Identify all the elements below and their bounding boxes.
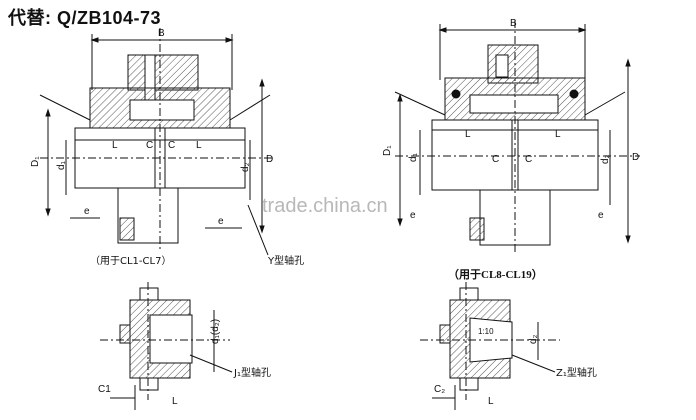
dim-l-c: L bbox=[172, 396, 178, 407]
dim-D1-b: D₁ bbox=[382, 145, 393, 156]
dim-D1-a: D₁ bbox=[30, 156, 41, 167]
dim-d2-a: d₂ bbox=[240, 162, 251, 172]
dim-l-a2: L bbox=[196, 140, 202, 151]
dim-D-b: D bbox=[632, 152, 639, 163]
dim-l-b2: L bbox=[555, 129, 561, 140]
bore-label-z1: Z₁型轴孔 bbox=[556, 366, 597, 379]
dim-d1d2-c: d₁(d₂) bbox=[210, 319, 221, 344]
dim-c-b1: C bbox=[492, 154, 499, 165]
dim-d2-b: d₂ bbox=[600, 154, 611, 164]
dim-d1-b: d₁ bbox=[408, 152, 419, 162]
taper-label: 1:10 bbox=[478, 327, 494, 336]
caption-a: （用于CL1-CL7） bbox=[90, 255, 171, 267]
bore-label-j1: J₁型轴孔 bbox=[233, 366, 271, 379]
dim-c-a1: C bbox=[146, 140, 153, 151]
bore-view-j1 bbox=[100, 282, 233, 410]
coupling-view-a bbox=[39, 28, 275, 256]
dim-c2: C₂ bbox=[434, 384, 445, 395]
dim-l-b1: L bbox=[465, 129, 471, 140]
page-title: 代替: Q/ZB104-73 bbox=[8, 8, 162, 28]
dim-e-b1: e bbox=[410, 210, 416, 221]
dim-e-a2: e bbox=[218, 216, 224, 227]
dim-d2-d: d₂ bbox=[528, 334, 539, 344]
bore-view-z1 bbox=[420, 282, 560, 410]
coupling-view-b bbox=[394, 20, 640, 252]
dim-d1-a: d₁ bbox=[56, 160, 67, 170]
dim-c-a2: C bbox=[168, 140, 175, 151]
dim-c-b2: C bbox=[525, 154, 532, 165]
dim-l-a: L bbox=[112, 140, 118, 151]
dim-c1: C1 bbox=[98, 384, 111, 395]
caption-b: （用于CL8-CL19） bbox=[448, 268, 543, 281]
bore-label-y: Y型轴孔 bbox=[267, 254, 304, 267]
dim-b-a: B bbox=[158, 28, 165, 39]
watermark: trade.china.cn bbox=[262, 195, 388, 217]
dim-e-b2: e bbox=[598, 210, 604, 221]
dim-l-d: L bbox=[488, 396, 494, 407]
dim-b-b: B bbox=[510, 18, 517, 29]
dim-D-a: D bbox=[266, 154, 273, 165]
dim-e-a1: e bbox=[84, 206, 90, 217]
